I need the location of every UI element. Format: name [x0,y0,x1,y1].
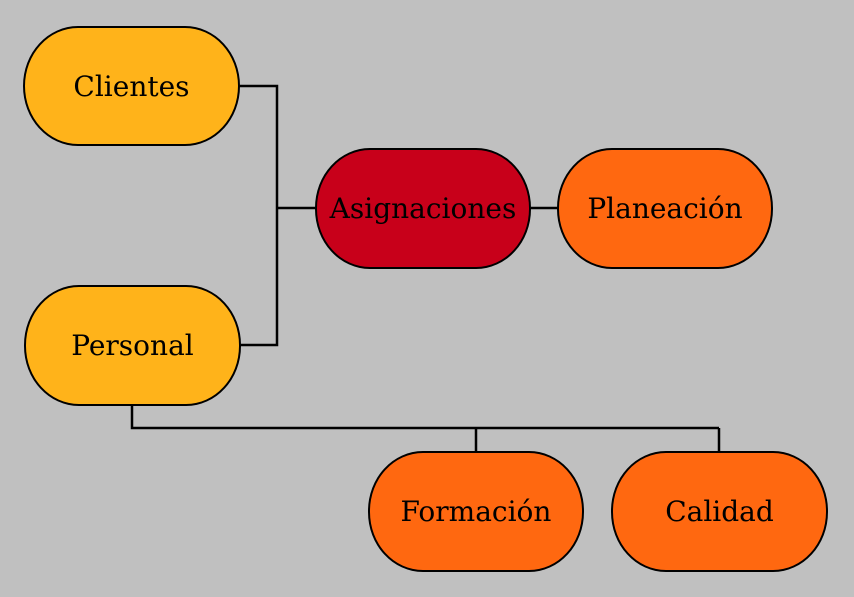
node-asignaciones-label: Asignaciones [329,192,517,225]
node-calidad-label: Calidad [665,495,774,528]
node-personal[interactable]: Personal [24,285,241,406]
node-formacion[interactable]: Formación [368,451,584,572]
connector-personal [241,208,279,347]
node-planeacion-label: Planeación [587,192,743,225]
node-clientes-label: Clientes [73,69,190,103]
node-personal-label: Personal [71,329,194,362]
node-asignaciones[interactable]: Asignaciones [315,148,531,269]
connector-personal-bus [130,406,719,430]
node-planeacion[interactable]: Planeación [557,148,773,269]
node-formacion-label: Formación [400,495,552,528]
node-clientes[interactable]: Clientes [23,26,240,146]
node-calidad[interactable]: Calidad [611,451,828,572]
connector-clientes [240,84,279,208]
